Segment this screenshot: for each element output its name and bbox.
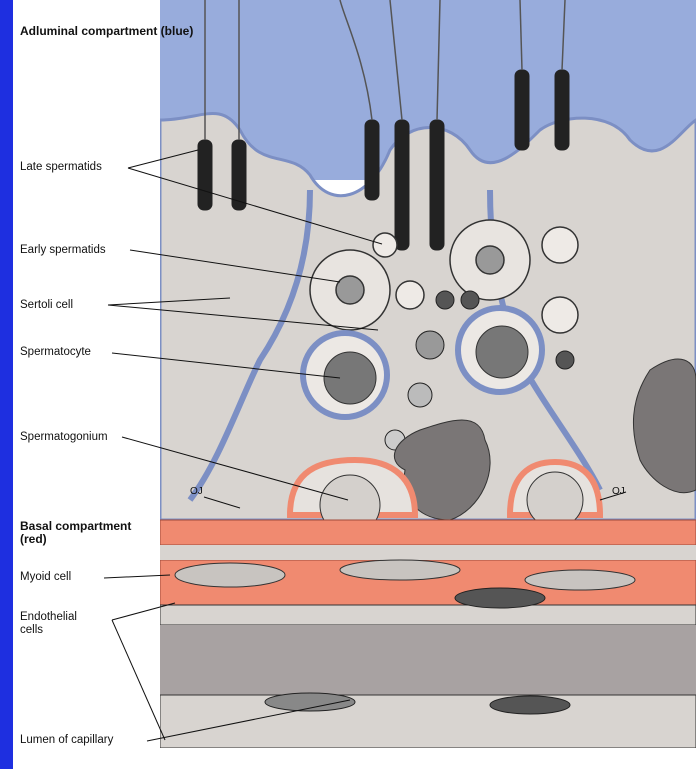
label-myoid-cell: Myoid cell bbox=[20, 571, 71, 584]
label-basal-compartment: Basal compartment (red) bbox=[20, 520, 140, 546]
label-late-spermatids: Late spermatids bbox=[20, 161, 102, 174]
label-early-spermatids: Early spermatids bbox=[20, 244, 106, 257]
label-endothelial-cells: Endothelial cells bbox=[20, 611, 100, 637]
label-spermatogonium: Spermatogonium bbox=[20, 431, 108, 444]
label-adluminal-compartment: Adluminal compartment (blue) bbox=[20, 25, 193, 38]
seminiferous-epithelium-diagram bbox=[160, 0, 696, 748]
endothelium bbox=[160, 605, 696, 625]
label-spermatocyte: Spermatocyte bbox=[20, 346, 91, 359]
basal-lamina bbox=[160, 520, 696, 545]
label-lumen-of-capillary: Lumen of capillary bbox=[20, 734, 113, 747]
label-sertoli-cell: Sertoli cell bbox=[20, 299, 73, 312]
capillary-lumen bbox=[160, 625, 696, 695]
label-oj-left: OJ bbox=[190, 486, 203, 497]
label-oj-right: OJ bbox=[612, 486, 625, 497]
